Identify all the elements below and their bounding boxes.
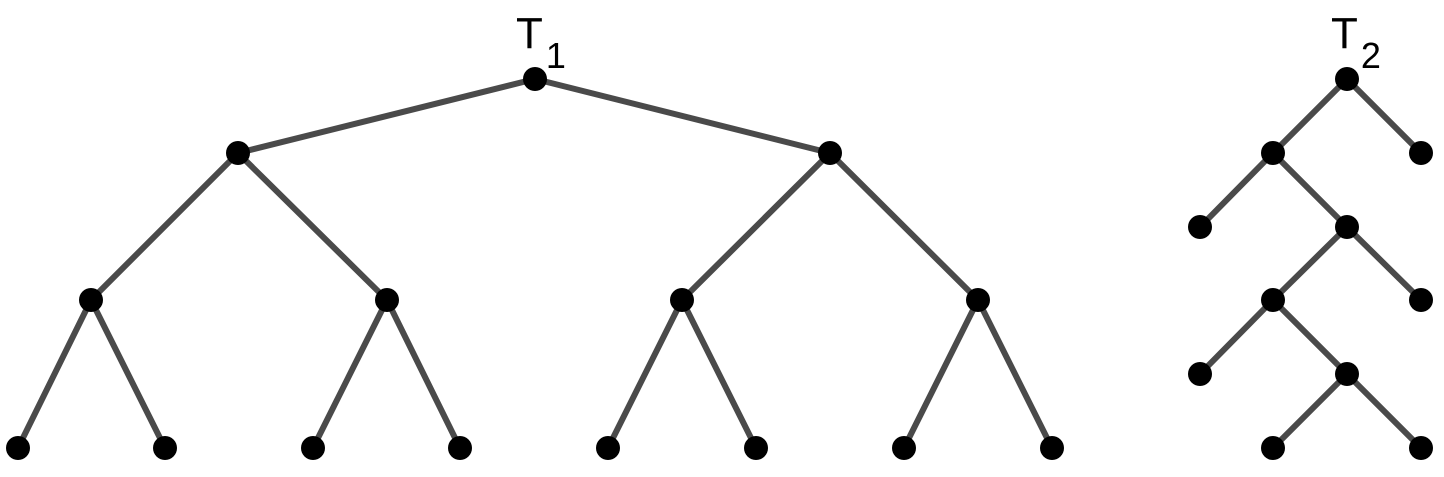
node-t2-l2 — [1409, 436, 1433, 460]
node-t1-l5 — [596, 436, 620, 460]
edge-t2-y3-l2 — [1344, 371, 1424, 451]
node-t1-b — [818, 141, 842, 165]
edge-t2-r-y1 — [1344, 76, 1424, 156]
tree-label-t2: T2 — [1331, 9, 1381, 76]
node-t1-l2 — [153, 436, 177, 460]
node-t1-l8 — [1040, 436, 1064, 460]
node-t1-l4 — [448, 436, 472, 460]
node-t1-b1 — [670, 288, 694, 312]
edge-t1-a2-l3 — [310, 297, 390, 451]
edge-t2-p2-x3 — [1197, 297, 1276, 377]
edge-t1-a2-l4 — [384, 297, 463, 451]
node-t2-y3 — [1335, 362, 1359, 386]
node-t1-a1 — [79, 288, 103, 312]
edge-t1-b1-l6 — [679, 297, 759, 451]
edge-t1-a1-l2 — [88, 297, 168, 451]
node-t1-l3 — [301, 436, 325, 460]
tree-label-t2-subscript: 2 — [1361, 35, 1381, 76]
node-t2-x2 — [1335, 215, 1359, 239]
edge-t1-b1-l5 — [605, 297, 685, 451]
edge-t2-x2-p2 — [1270, 224, 1350, 303]
edge-t1-a1-l1 — [15, 297, 94, 451]
node-t1-l6 — [744, 436, 768, 460]
tree-label-t2-base: T — [1331, 9, 1358, 58]
edge-t1-r-b — [532, 76, 833, 156]
node-t2-y2 — [1409, 288, 1433, 312]
node-t1-r — [523, 67, 547, 91]
edge-t1-b2-l7 — [901, 297, 981, 451]
node-t2-r — [1335, 67, 1359, 91]
node-t1-l1 — [6, 436, 30, 460]
node-t1-l7 — [892, 436, 916, 460]
nodes-layer — [6, 67, 1433, 460]
edge-t2-p2-y3 — [1270, 297, 1350, 377]
edge-t1-b-b1 — [679, 150, 833, 303]
edge-t2-x2-y2 — [1344, 224, 1424, 303]
node-t2-p1 — [1188, 215, 1212, 239]
node-t2-l1 — [1261, 436, 1285, 460]
edge-t1-a-a1 — [88, 150, 241, 303]
node-t1-a — [226, 141, 250, 165]
edge-t2-x1-x2 — [1270, 150, 1350, 230]
edge-t1-b2-l8 — [975, 297, 1055, 451]
node-t1-a2 — [375, 288, 399, 312]
tree-label-t1-subscript: 1 — [546, 35, 566, 76]
node-t2-x1 — [1261, 141, 1285, 165]
tree-label-t1-base: T — [516, 9, 543, 58]
edge-t1-r-a — [235, 76, 538, 156]
edge-t2-y3-l1 — [1270, 371, 1350, 451]
edge-t1-a-a2 — [235, 150, 390, 303]
node-t1-b2 — [966, 288, 990, 312]
edge-t2-x1-p1 — [1197, 150, 1276, 230]
edges-layer — [15, 76, 1424, 451]
edge-t1-b-b2 — [827, 150, 981, 303]
tree-label-t1: T1 — [516, 9, 566, 76]
node-t2-p2 — [1261, 288, 1285, 312]
node-t2-y1 — [1409, 141, 1433, 165]
node-t2-x3 — [1188, 362, 1212, 386]
edge-t2-r-x1 — [1270, 76, 1350, 156]
